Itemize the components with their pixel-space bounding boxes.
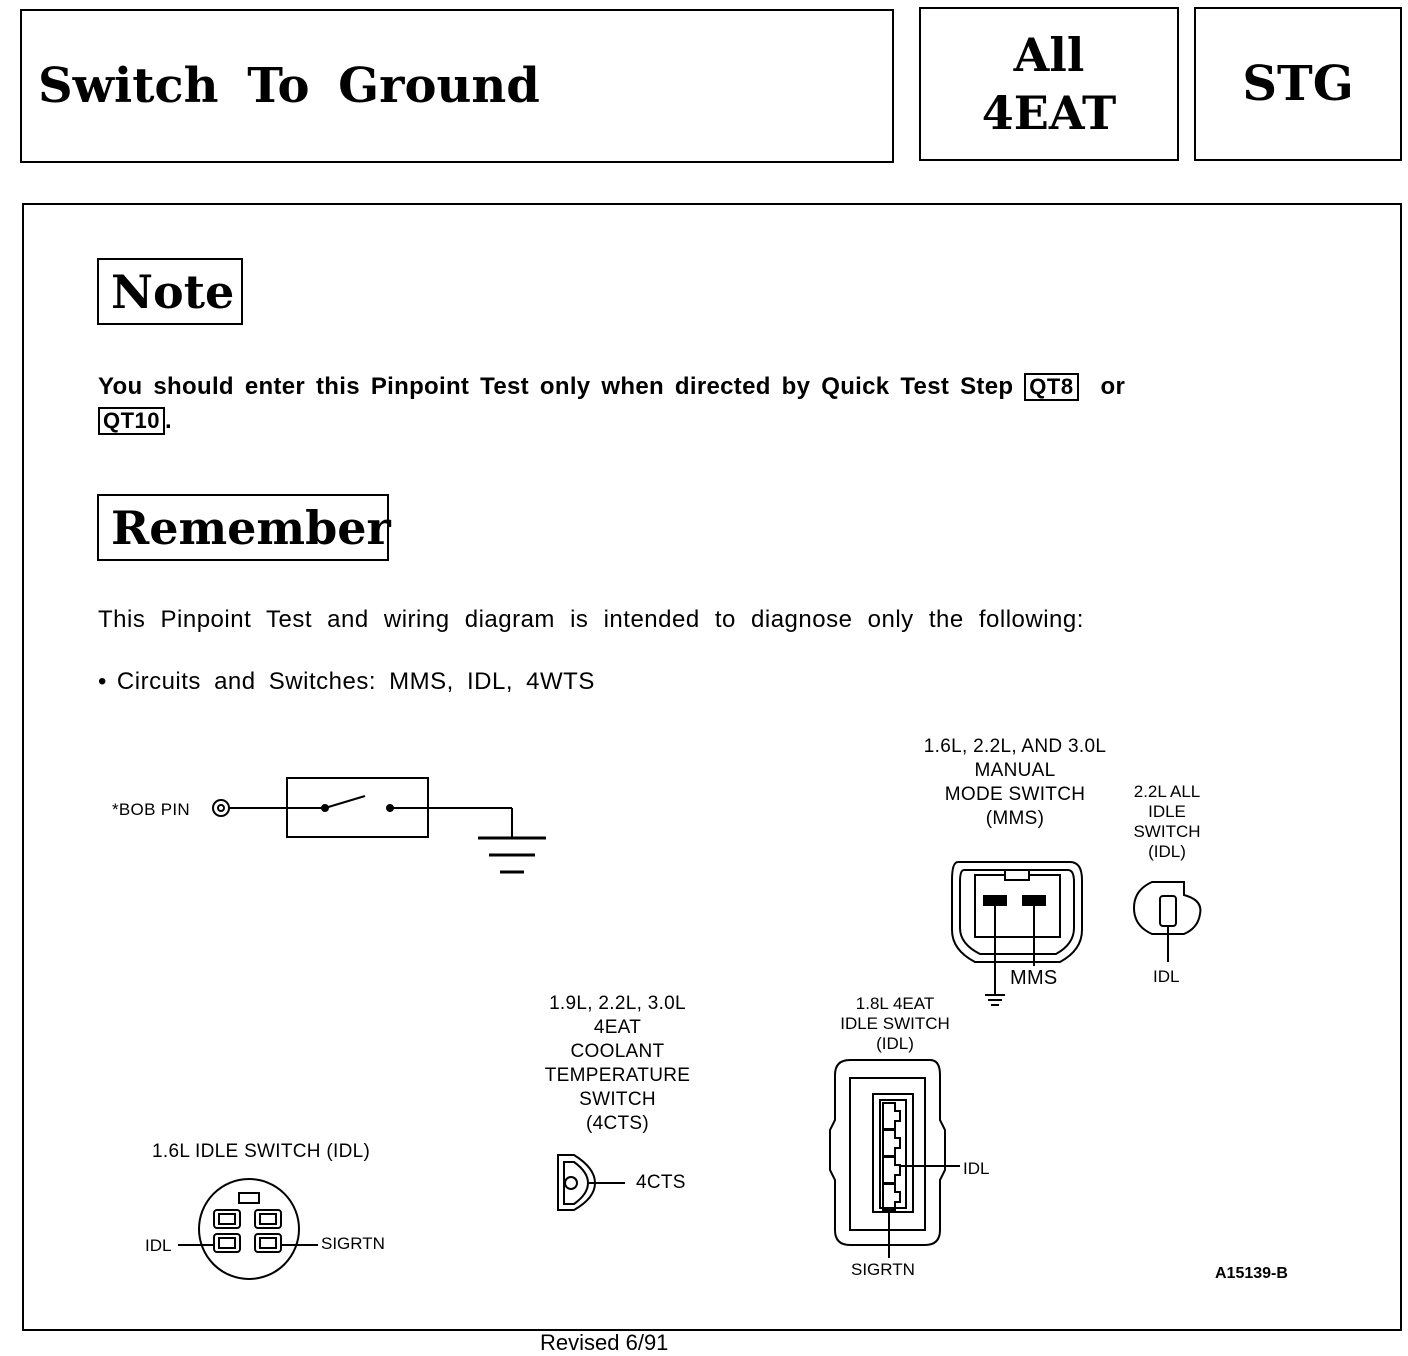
step-qt8-link[interactable]: QT8 (1024, 373, 1079, 401)
note-text: You should enter this Pinpoint Test only… (98, 370, 1298, 438)
page-title: Switch To Ground (20, 9, 894, 163)
test-code: STG (1242, 56, 1354, 112)
mms-title-line: MODE SWITCH (944, 784, 1086, 805)
mms-title-line: (MMS) (985, 808, 1045, 829)
cts-title-line: 4EAT (593, 1017, 642, 1038)
cts-pin-label: 4CTS (636, 1172, 686, 1193)
revision-footer: Revised 6/91 (540, 1330, 669, 1355)
idle22-title-line: 2.2L ALL (1133, 782, 1201, 801)
bullet-text: Circuits and Switches: MMS, IDL, 4WTS (116, 668, 595, 695)
note-heading-text: Note (111, 264, 235, 319)
idle22-title-line: (IDL) (1148, 842, 1186, 861)
idle22-pin-label: IDL (1153, 967, 1180, 986)
cts-title-line: SWITCH (579, 1089, 656, 1110)
cts-title-line: COOLANT (570, 1041, 665, 1062)
cts-title-line: 1.9L, 2.2L, 3.0L (549, 993, 686, 1014)
main-frame (22, 203, 1402, 1331)
application-line-1: All (1013, 28, 1085, 82)
idle18-title-line: IDLE SWITCH (840, 1014, 950, 1033)
idle18-sigrtn-label: SIGRTN (851, 1260, 915, 1279)
cts-title-line: (4CTS) (585, 1113, 650, 1134)
note-period: . (165, 407, 172, 434)
application-box: All 4EAT (919, 7, 1179, 161)
remember-text: This Pinpoint Test and wiring diagram is… (98, 606, 1084, 633)
cts-title: 1.9L, 2.2L, 3.0L 4EAT COOLANT TEMPERATUR… (520, 992, 715, 1136)
idle18-title: 1.8L 4EAT IDLE SWITCH (IDL) (820, 994, 970, 1054)
idle22-title-line: SWITCH (1133, 822, 1201, 841)
title-text: Switch To Ground (38, 58, 540, 114)
idle18-title-line: (IDL) (876, 1034, 914, 1053)
note-heading: Note (97, 258, 243, 325)
figure-id: A15139-B (1215, 1265, 1288, 1282)
idle18-title-line: 1.8L 4EAT (855, 994, 935, 1013)
application-line-2: 4EAT (981, 86, 1117, 140)
mms-title: 1.6L, 2.2L, AND 3.0L MANUAL MODE SWITCH … (900, 735, 1130, 831)
bullet-dot: • (98, 668, 107, 695)
idle22-title-line: IDLE (1148, 802, 1186, 821)
idle16-sigrtn-label: SIGRTN (321, 1234, 385, 1253)
idle16-title: 1.6L IDLE SWITCH (IDL) (152, 1141, 371, 1162)
idle18-idl-label: IDL (963, 1159, 990, 1178)
idle22-title: 2.2L ALL IDLE SWITCH (IDL) (1112, 782, 1222, 862)
cts-title-line: TEMPERATURE (544, 1065, 691, 1086)
remember-heading-text: Remember (111, 500, 391, 555)
note-connector: or (1100, 373, 1126, 400)
mms-title-line: 1.6L, 2.2L, AND 3.0L (923, 736, 1107, 757)
step-qt10-link[interactable]: QT10 (98, 407, 166, 435)
bob-pin-label: *BOB PIN (112, 800, 190, 819)
test-code-box: STG (1194, 7, 1402, 161)
remember-heading: Remember (97, 494, 391, 561)
note-text-main: You should enter this Pinpoint Test only… (98, 373, 1014, 400)
mms-title-line: MANUAL (974, 760, 1056, 781)
idle16-idl-label: IDL (145, 1236, 172, 1255)
bullet-item: • Circuits and Switches: MMS, IDL, 4WTS (98, 668, 595, 696)
mms-pin-label: MMS (1010, 967, 1058, 989)
